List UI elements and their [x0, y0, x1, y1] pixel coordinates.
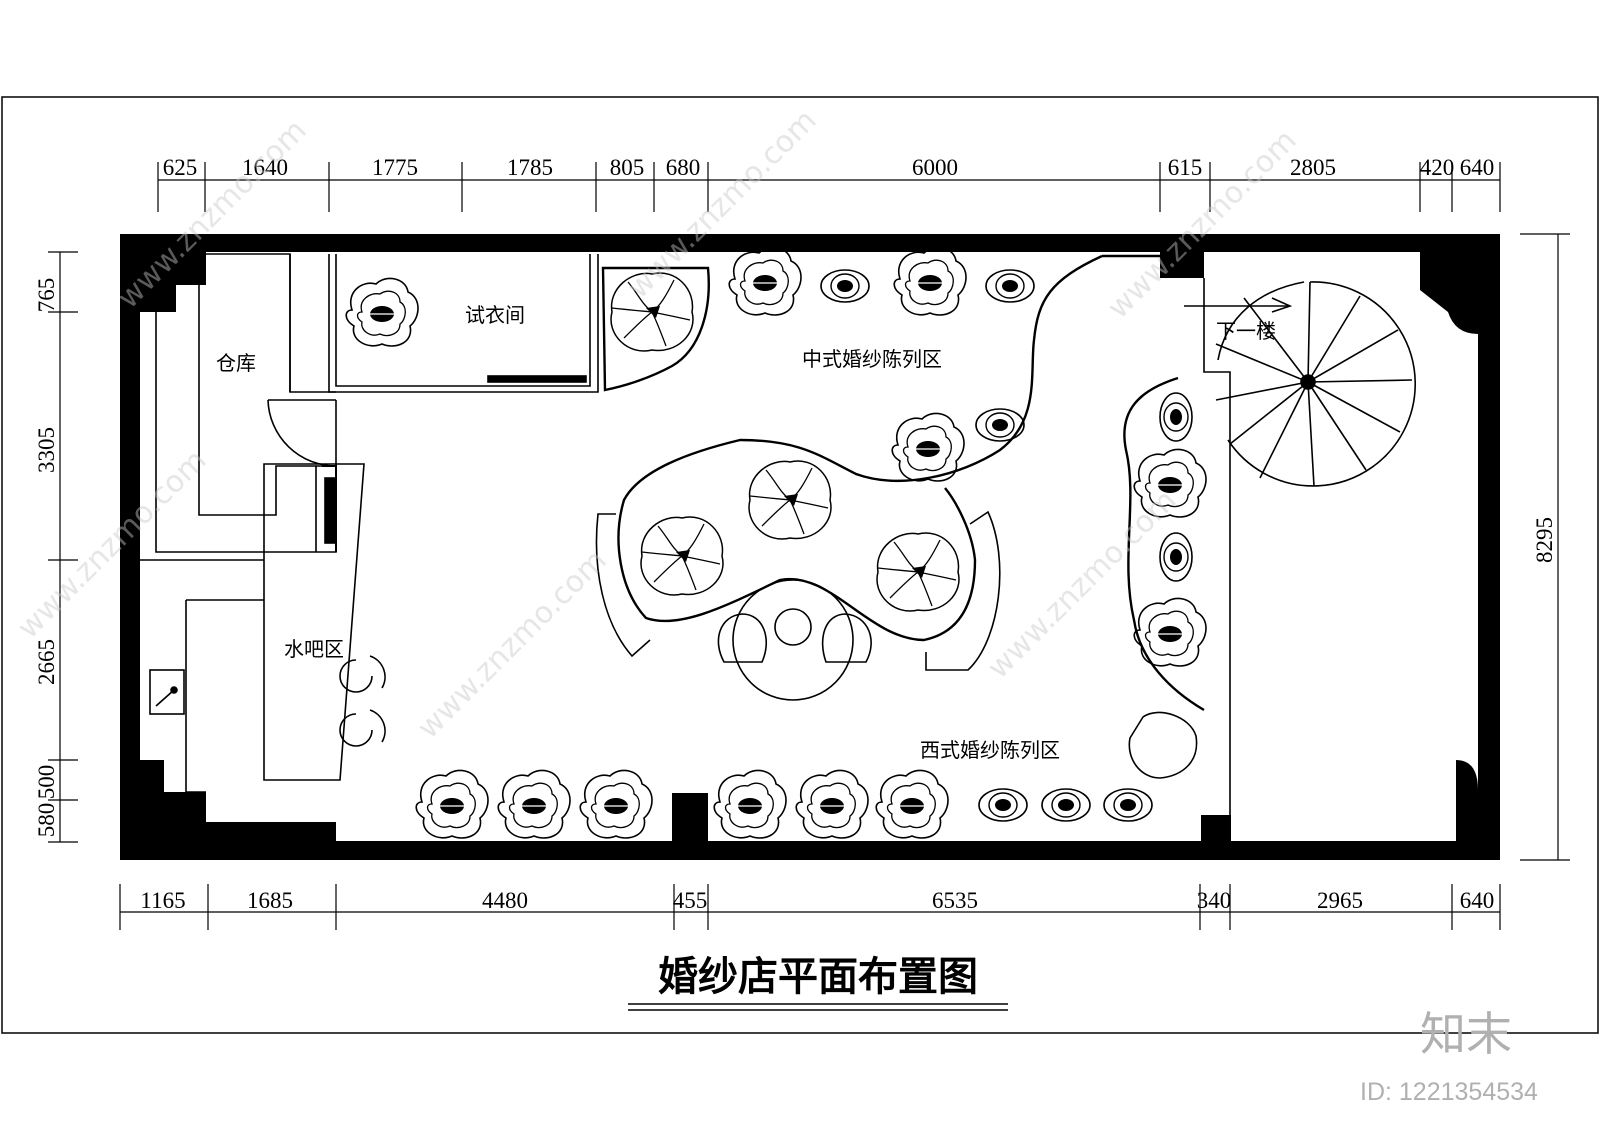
- dim-top-10: 420: [1420, 155, 1455, 180]
- display-platforms: [601, 254, 1205, 712]
- dim-bottom-2: 1685: [247, 888, 293, 913]
- watermark-site: www.znzmo.com: [111, 113, 314, 316]
- watermark-site: www.znzmo.com: [621, 103, 824, 306]
- dim-bottom-4: 455: [673, 888, 708, 913]
- watermark-site: www.znzmo.com: [981, 483, 1184, 686]
- watermark-site: www.znzmo.com: [411, 543, 614, 746]
- dims-bottom: 1165 1685 4480 455 6535 340 2965 640: [140, 888, 1494, 913]
- dim-left-1: 765: [34, 278, 59, 313]
- dim-top-7: 6000: [912, 155, 958, 180]
- dim-top-8: 615: [1168, 155, 1203, 180]
- label-western-display: 西式婚纱陈列区: [920, 738, 1060, 762]
- dim-top-9: 2805: [1290, 155, 1336, 180]
- label-downstairs: 下一楼: [1216, 319, 1276, 343]
- dim-bottom-3: 4480: [482, 888, 528, 913]
- dim-top-6: 680: [666, 155, 701, 180]
- drawing-title: 婚纱店平面布置图: [658, 954, 978, 1000]
- outer-walls: [120, 234, 1500, 860]
- dim-left-3: 2665: [34, 639, 59, 685]
- dim-bottom-8: 640: [1460, 888, 1495, 913]
- watermark-id: ID: 1221354534: [1360, 1078, 1538, 1106]
- dim-top-5: 805: [610, 155, 645, 180]
- dim-left-2: 3305: [34, 427, 59, 473]
- label-water-bar: 水吧区: [284, 637, 344, 661]
- label-fitting-room: 试衣间: [465, 303, 525, 327]
- dim-bottom-7: 2965: [1317, 888, 1363, 913]
- watermark-logo: 知末: [1420, 1007, 1512, 1061]
- dim-bottom-1: 1165: [140, 888, 185, 913]
- watermarks: www.znzmo.com www.znzmo.com www.znzmo.co…: [11, 103, 1304, 746]
- drawing-border: [1, 96, 1599, 1034]
- spiral-staircase: [1184, 278, 1416, 820]
- dims-left: 765 3305 2665 500 580: [34, 278, 59, 838]
- dim-top-4: 1785: [507, 155, 553, 180]
- dim-bottom-5: 6535: [932, 888, 978, 913]
- dim-top-1: 625: [163, 155, 198, 180]
- dim-right: 8295: [1532, 517, 1557, 563]
- dimension-lines: [59, 179, 1570, 913]
- dim-top-3: 1775: [372, 155, 418, 180]
- partitions: [140, 253, 599, 793]
- dim-top-11: 640: [1460, 155, 1495, 180]
- dim-left-4: 500: [34, 765, 59, 800]
- dims-top: 625 1640 1775 1785 805 680 6000 615 2805…: [163, 155, 1495, 180]
- dim-bottom-6: 340: [1197, 888, 1232, 913]
- dim-top-2: 1640: [242, 155, 288, 180]
- label-chinese-display: 中式婚纱陈列区: [802, 347, 942, 371]
- dim-left-5: 580: [34, 803, 59, 838]
- dress-displays: [345, 246, 1207, 839]
- room-labels: 试衣间 仓库 中式婚纱陈列区 水吧区 西式婚纱陈列区 下一楼: [216, 303, 1276, 762]
- label-storage: 仓库: [216, 351, 256, 375]
- seating-arcs: [339, 510, 1198, 779]
- watermark-site: www.znzmo.com: [1101, 123, 1304, 326]
- dimension-ticks: [48, 162, 1501, 930]
